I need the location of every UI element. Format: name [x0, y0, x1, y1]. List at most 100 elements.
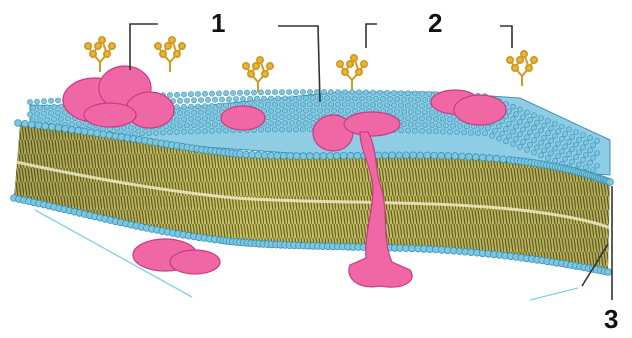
phospholipid-head — [251, 90, 256, 95]
phospholipid-head — [506, 134, 511, 139]
phospholipid-head — [408, 97, 413, 102]
phospholipid-head — [405, 103, 410, 108]
phospholipid-head — [328, 89, 333, 94]
phospholipid-head — [286, 127, 291, 132]
label-2: 2 — [428, 10, 442, 36]
phospholipid-head — [15, 120, 22, 127]
phospholipid-head — [370, 102, 375, 107]
phospholipid-head — [280, 153, 287, 160]
phospholipid-head — [486, 155, 493, 162]
phospholipid-head — [335, 102, 340, 107]
phospholipid-head — [405, 128, 410, 133]
phospholipid-head — [384, 103, 389, 108]
phospholipid-head — [489, 133, 494, 138]
phospholipid-head — [324, 108, 329, 113]
phospholipid-head — [431, 152, 438, 159]
phospholipid-head — [531, 113, 536, 118]
phospholipid-head — [55, 110, 60, 115]
sugar-unit — [109, 43, 115, 49]
phospholipid-head — [42, 123, 49, 130]
phospholipid-head — [419, 104, 424, 109]
phospholipid-head — [340, 152, 347, 159]
phospholipid-head — [282, 96, 287, 101]
phospholipid-head — [466, 153, 473, 160]
phospholipid-head — [349, 102, 354, 107]
phospholipid-head — [440, 129, 445, 134]
phospholipid-head — [541, 148, 546, 153]
phospholipid-head — [181, 92, 186, 97]
phospholipid-head — [314, 114, 319, 119]
phospholipid-head — [265, 115, 270, 120]
phospholipid-head — [293, 153, 300, 160]
phospholipid-head — [87, 129, 94, 136]
phospholipid-head — [209, 103, 214, 108]
phospholipid-head — [419, 128, 424, 133]
phospholipid-head — [534, 133, 539, 138]
phospholipid-head — [503, 139, 508, 144]
phospholipid-head — [545, 156, 550, 161]
phospholipid-head — [167, 130, 172, 135]
phospholipid-head — [296, 120, 301, 125]
phospholipid-head — [300, 114, 305, 119]
phospholipid-head — [37, 105, 42, 110]
phospholipid-head — [527, 142, 532, 147]
phospholipid-head — [524, 135, 529, 140]
phospholipid-head — [205, 110, 210, 115]
phospholipid-head — [356, 102, 361, 107]
phospholipid-head — [422, 97, 427, 102]
phospholipid-head — [389, 152, 396, 159]
phospholipid-head — [492, 128, 497, 133]
phospholipid-head — [177, 123, 182, 128]
phospholipid-head — [510, 129, 515, 134]
phospholipid-head — [195, 129, 200, 134]
phospholipid-head — [587, 160, 592, 165]
phospholipid-head — [461, 130, 466, 135]
phospholipid-head — [209, 128, 214, 133]
phospholipid-head — [272, 102, 277, 107]
phospholipid-head — [401, 122, 406, 127]
phospholipid-head — [520, 127, 525, 132]
phospholipid-head — [328, 102, 333, 107]
phospholipid-head — [419, 91, 424, 96]
phospholipid-head — [282, 108, 287, 113]
phospholipid-head — [188, 104, 193, 109]
phospholipid-head — [503, 126, 508, 131]
phospholipid-head — [44, 105, 49, 110]
phospholipid-head — [324, 96, 329, 101]
phospholipid-head — [272, 114, 277, 119]
phospholipid-head — [265, 127, 270, 132]
phospholipid-head — [202, 91, 207, 96]
phospholipid-head — [106, 132, 113, 139]
phospholipid-head — [296, 96, 301, 101]
phospholipid-head — [510, 141, 515, 146]
phospholipid-head — [209, 91, 214, 96]
phospholipid-head — [403, 152, 410, 159]
phospholipid-head — [450, 123, 455, 128]
phospholipid-head — [181, 104, 186, 109]
phospholipid-head — [321, 102, 326, 107]
phospholipid-head — [289, 108, 294, 113]
phospholipid-head — [293, 114, 298, 119]
phospholipid-head — [412, 128, 417, 133]
phospholipid-head — [51, 104, 56, 109]
phospholipid-head — [254, 96, 259, 101]
phospholipid-head — [415, 122, 420, 127]
phospholipid-head — [426, 91, 431, 96]
phospholipid-head — [153, 130, 158, 135]
phospholipid-head — [468, 130, 473, 135]
sugar-unit — [526, 65, 532, 71]
phospholipid-head — [202, 104, 207, 109]
phospholipid-head — [22, 120, 29, 127]
phospholipid-head — [580, 157, 585, 162]
phospholipid-head — [433, 129, 438, 134]
phospholipid-head — [559, 124, 564, 129]
phospholipid-head — [286, 90, 291, 95]
phospholipid-head — [216, 128, 221, 133]
sugar-unit — [507, 57, 513, 63]
phospholipid-head — [580, 145, 585, 150]
phospholipid-head — [576, 162, 581, 167]
phospholipid-head — [293, 90, 298, 95]
phospholipid-head — [513, 136, 518, 141]
phospholipid-head — [195, 116, 200, 121]
phospholipid-head — [569, 134, 574, 139]
